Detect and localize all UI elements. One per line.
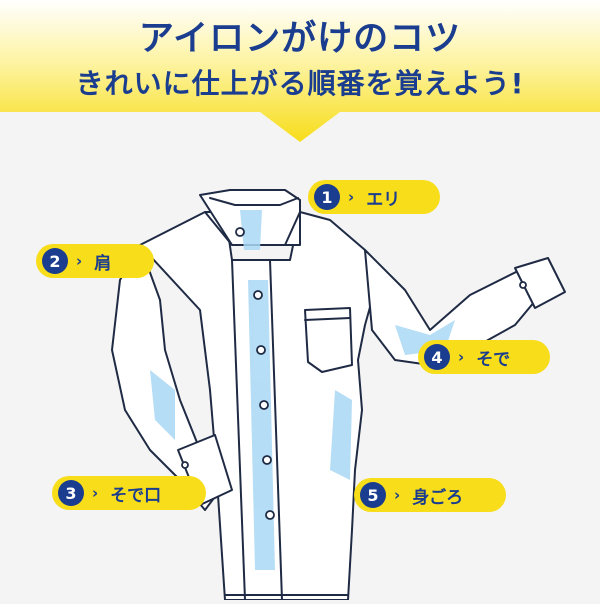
step-text-3: そで口 [110, 485, 162, 506]
label-cuff: 3 › そで口 [52, 476, 206, 510]
chevron-right-icon: › [92, 484, 99, 502]
chevron-right-icon: › [76, 252, 83, 270]
step-number-3: 3 [58, 480, 84, 506]
step-number-1: 1 [314, 184, 340, 210]
shirt-drawing [111, 189, 566, 601]
chevron-right-icon: › [458, 348, 465, 366]
step-text-5: 身ごろ [412, 487, 464, 508]
chevron-right-icon: › [348, 188, 355, 206]
step-text-1: エリ [366, 189, 401, 210]
step-number-4: 4 [424, 344, 450, 370]
step-number-5: 5 [360, 482, 386, 508]
banner-background [0, 0, 600, 142]
chevron-right-icon: › [394, 486, 401, 504]
header-banner: アイロンがけのコツ きれいに仕上がる順番を覚えよう! [0, 0, 600, 150]
label-sleeve: 4 › そで [418, 340, 550, 374]
step-text-4: そで [476, 349, 511, 370]
page-title: アイロンがけのコツ [138, 19, 462, 59]
step-text-2: 肩 [94, 253, 112, 274]
label-collar: 1 › エリ [308, 180, 440, 214]
step-number-2: 2 [42, 248, 68, 274]
shirt-illustration [0, 150, 600, 601]
label-body: 5 › 身ごろ [354, 478, 506, 512]
page-subtitle: きれいに仕上がる順番を覚えよう! [75, 67, 525, 100]
label-shoulder: 2 › 肩 [36, 244, 154, 278]
